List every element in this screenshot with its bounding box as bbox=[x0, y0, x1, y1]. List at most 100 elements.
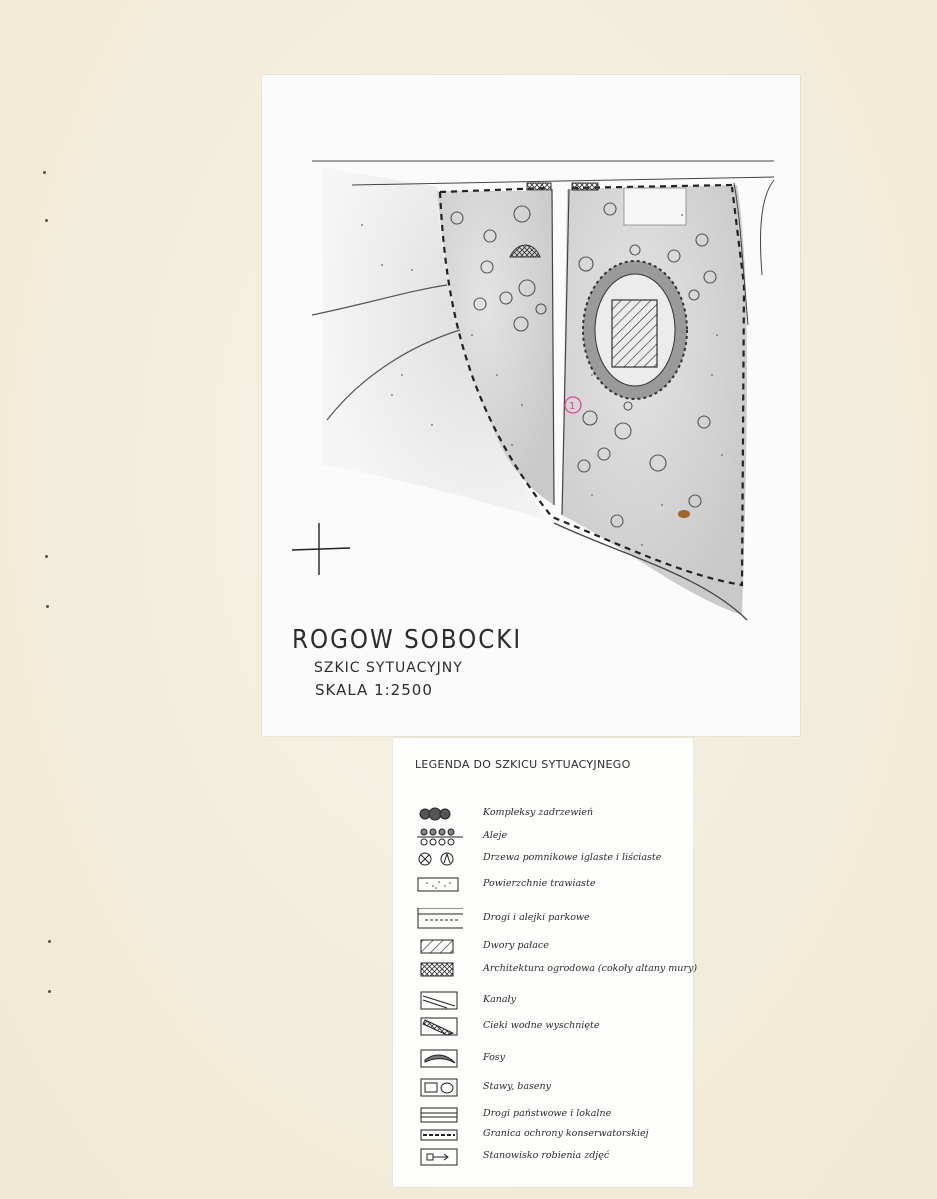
legend-label: Drzewa pomnikowe iglaste i liściaste bbox=[483, 852, 662, 863]
manor-palace-icon bbox=[420, 939, 454, 954]
conservation-boundary-icon bbox=[420, 1129, 458, 1141]
tree bbox=[603, 202, 617, 216]
legend-row: Stanowisko robienia zdjęć bbox=[393, 1146, 693, 1168]
legend-title: LEGENDA DO SZKICU SYTUACYJNEGO bbox=[415, 758, 631, 771]
moats-icon bbox=[420, 1049, 458, 1068]
site-sketch-photo: 1 ROGOW SOBOCKI SZKIC SYTUACYJNY SKALA 1… bbox=[262, 75, 800, 736]
tree bbox=[688, 494, 702, 508]
garden-architecture-icon bbox=[420, 962, 454, 977]
park-roads-icon bbox=[417, 908, 463, 929]
tree bbox=[483, 229, 497, 243]
ponds-pools-icon bbox=[420, 1078, 458, 1097]
paper-speck bbox=[43, 171, 46, 174]
left-path-lower bbox=[326, 329, 461, 421]
tree bbox=[614, 422, 632, 440]
sketch-scale: SKALA 1:2500 bbox=[315, 681, 433, 699]
tree bbox=[703, 270, 717, 284]
sketch-subtitle: SZKIC SYTUACYJNY bbox=[314, 660, 463, 676]
tree bbox=[697, 415, 711, 429]
conservation-boundary bbox=[438, 186, 746, 587]
tree bbox=[582, 410, 598, 426]
alley-right-edge bbox=[561, 188, 570, 516]
paper-speck bbox=[45, 219, 48, 222]
photo-station-number: 1 bbox=[569, 401, 575, 412]
tree bbox=[695, 233, 709, 247]
tree bbox=[623, 401, 633, 411]
legend-row: Drzewa pomnikowe iglaste i liściaste bbox=[393, 848, 693, 870]
tree bbox=[667, 249, 681, 263]
outer-road bbox=[553, 522, 748, 621]
tree bbox=[499, 291, 513, 305]
paper-speck bbox=[45, 555, 48, 558]
legend-row: Stawy, baseny bbox=[393, 1077, 693, 1099]
left-field bbox=[322, 167, 547, 520]
garden-arch-mark bbox=[571, 182, 599, 191]
tree bbox=[513, 316, 529, 332]
paper-speck bbox=[48, 940, 51, 943]
outbuilding bbox=[623, 187, 687, 226]
garden-arch-mark bbox=[526, 182, 552, 191]
legend-row: Drogi i alejki parkowe bbox=[393, 908, 693, 930]
paper-speck bbox=[46, 605, 49, 608]
legend-row: Aleje bbox=[393, 826, 693, 848]
canals-icon bbox=[420, 991, 458, 1010]
tree bbox=[610, 514, 624, 528]
tree bbox=[535, 303, 547, 315]
legend-label: Cieki wodne wyschnięte bbox=[483, 1020, 600, 1031]
tree bbox=[450, 211, 464, 225]
legend-row: Dwory pałace bbox=[393, 936, 693, 958]
legend-label: Dwory pałace bbox=[483, 940, 549, 951]
alleys-icon bbox=[417, 828, 463, 846]
tree bbox=[629, 244, 641, 256]
north-cross-h bbox=[291, 547, 351, 551]
stain bbox=[678, 510, 690, 518]
legend-card: LEGENDA DO SZKICU SYTUACYJNEGO Kompleksy… bbox=[393, 738, 697, 1187]
tree bbox=[597, 447, 611, 461]
manor-house bbox=[611, 299, 658, 368]
legend-label: Kanały bbox=[483, 994, 516, 1005]
legend-row: Kanały bbox=[393, 990, 693, 1012]
legend-label: Stanowisko robienia zdjęć bbox=[483, 1150, 610, 1161]
legend-row: Kompleksy zadrzewień bbox=[393, 803, 693, 825]
park-left-area bbox=[437, 191, 554, 505]
legend-row: Cieki wodne wyschnięte bbox=[393, 1016, 693, 1038]
legend-label: Aleje bbox=[483, 830, 508, 841]
tree bbox=[480, 260, 494, 274]
legend-row: Granica ochrony konserwatorskiej bbox=[393, 1124, 693, 1146]
legend-row: Powierzchnie trawiaste bbox=[393, 874, 693, 896]
dried-streams-icon bbox=[420, 1017, 458, 1036]
site-sketch-map: 1 bbox=[291, 160, 775, 621]
sketch-title: ROGOW SOBOCKI bbox=[292, 625, 523, 655]
legend-row: Fosy bbox=[393, 1048, 693, 1070]
monument-trees-icon bbox=[418, 852, 454, 866]
tree bbox=[473, 297, 487, 311]
left-path-upper bbox=[311, 284, 448, 316]
legend-row: Drogi państwowe i lokalne bbox=[393, 1104, 693, 1126]
state-local-roads-icon bbox=[420, 1107, 458, 1123]
road-edge-bottom bbox=[351, 176, 775, 186]
tree bbox=[649, 454, 667, 472]
photo-station-marker bbox=[564, 396, 582, 414]
tree-clusters-icon bbox=[419, 807, 451, 821]
legend-label: Stawy, baseny bbox=[483, 1081, 551, 1092]
tree bbox=[578, 256, 594, 272]
legend-label: Kompleksy zadrzewień bbox=[483, 807, 594, 818]
tree bbox=[688, 289, 700, 301]
tree bbox=[577, 459, 591, 473]
legend-label: Granica ochrony konserwatorskiej bbox=[483, 1128, 649, 1139]
alley-left-edge bbox=[551, 188, 555, 506]
boundary-right-top bbox=[571, 183, 733, 190]
trees bbox=[450, 202, 717, 528]
legend-label: Powierzchnie trawiaste bbox=[483, 878, 596, 889]
grass-surfaces-icon bbox=[417, 877, 459, 892]
legend-row: Architektura ogrodowa (cokoły altany mur… bbox=[393, 959, 697, 981]
paper-speck bbox=[48, 990, 51, 993]
grass-dots bbox=[361, 214, 723, 546]
tree bbox=[518, 279, 536, 297]
photo-station-icon bbox=[420, 1148, 458, 1166]
tree bbox=[513, 205, 531, 223]
garden-arch-mark bbox=[509, 244, 541, 258]
legend-label: Drogi i alejki parkowe bbox=[483, 912, 590, 923]
right-road-b bbox=[760, 179, 775, 276]
legend-label: Drogi państwowe i lokalne bbox=[483, 1108, 612, 1119]
